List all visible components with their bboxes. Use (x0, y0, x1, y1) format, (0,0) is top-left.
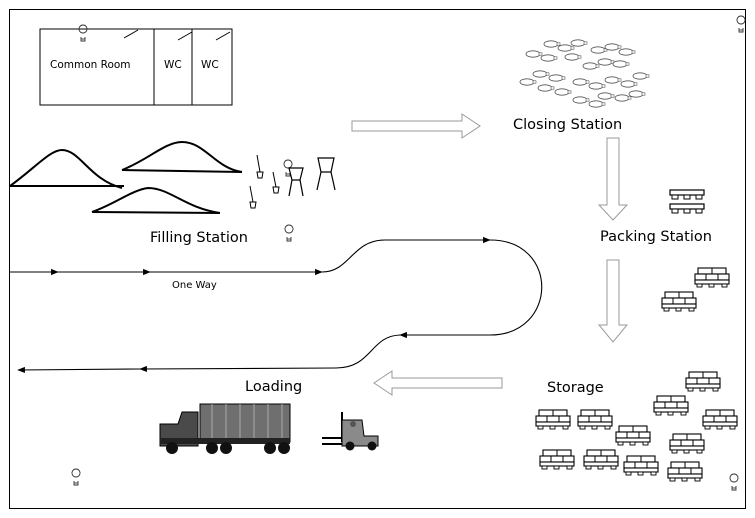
bottle-cluster-icon (519, 39, 650, 108)
filling-station-label: Filling Station (150, 230, 248, 246)
lightbulb-icon (284, 224, 294, 242)
truck-icon (159, 403, 291, 454)
funnel-hopper-icon (288, 157, 336, 197)
lightbulb-icon (736, 15, 746, 33)
floor-boundary (9, 9, 746, 509)
forklift-icon (322, 412, 379, 451)
one-way-road (10, 236, 543, 374)
block-arrow-icon (351, 113, 629, 396)
shovel-icon (249, 154, 280, 209)
lightbulb-icon (71, 468, 81, 486)
rooms-block: Common Room WC WC (39, 28, 233, 106)
closing-station-label: Closing Station (513, 117, 622, 133)
wc-label-2: WC (201, 59, 219, 71)
lightbulb-icon (729, 473, 739, 491)
pallet-icon (669, 203, 705, 214)
material-heaps (9, 140, 243, 214)
wc-label-1: WC (164, 59, 182, 71)
common-room-label: Common Room (50, 59, 131, 71)
stacked-pallet-icon (535, 267, 738, 482)
packing-station-label: Packing Station (600, 229, 712, 245)
loading-label: Loading (245, 379, 302, 395)
pallet-icon (669, 189, 705, 200)
storage-label: Storage (547, 380, 604, 396)
one-way-label: One Way (172, 280, 217, 291)
